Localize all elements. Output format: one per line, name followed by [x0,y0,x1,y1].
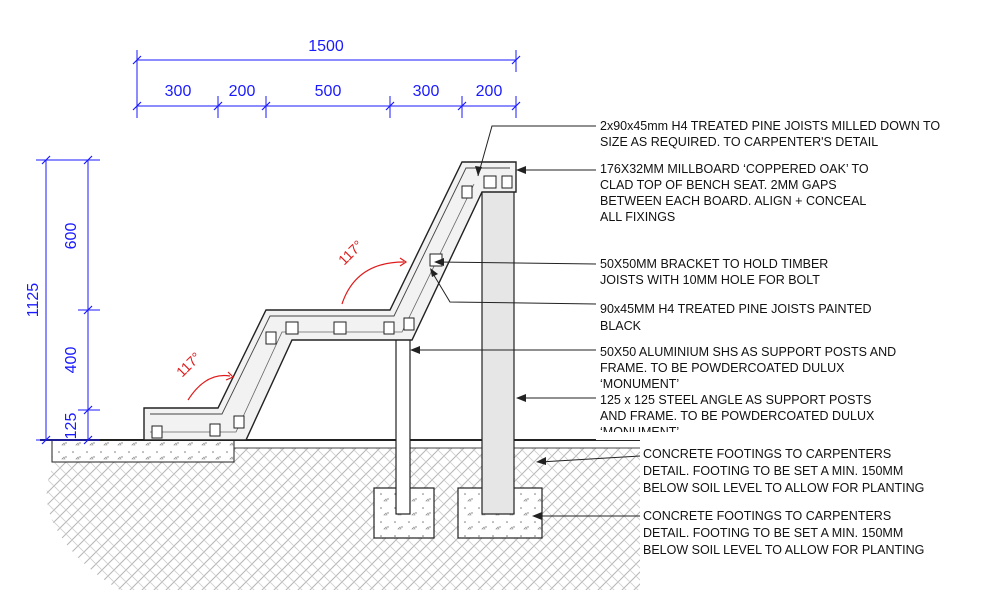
soil-hatch [46,448,640,590]
steel-angle-post [481,189,515,515]
overall-width-label: 1500 [308,38,344,55]
svg-text:BLACK: BLACK [600,319,642,333]
note-pine-joists: 90x45MM H4 TREATED PINE JOISTS PAINTED B… [600,302,872,333]
note-concrete-footing-2: CONCRETE FOOTINGS TO CARPENTERS DETAIL. … [643,509,924,557]
note-aluminium-shs: 50X50 ALUMINIUM SHS AS SUPPORT POSTS AND… [600,345,896,391]
svg-text:ALL FIXINGS: ALL FIXINGS [600,210,675,224]
svg-text:50X50MM BRACKET TO HOLD TIMBER: 50X50MM BRACKET TO HOLD TIMBER [600,257,828,271]
segment-width-label: 500 [315,83,342,100]
bench-frame-outline [143,161,517,441]
angle-label-lower: 117° [173,349,204,380]
concrete-slab [51,439,235,463]
width-dimensions [132,50,521,118]
angle-arc-lower [187,374,231,401]
note-mask [596,432,896,440]
bench-cladding-lines [150,167,510,415]
angle-arc-upper [341,261,405,305]
leader-lines [414,125,641,517]
svg-text:2x90x45mm H4 TREATED PINE JOIS: 2x90x45mm H4 TREATED PINE JOISTS MILLED … [600,119,940,133]
angle-label-upper: 117° [335,237,366,268]
svg-text:DETAIL. FOOTING TO BE SET A MI: DETAIL. FOOTING TO BE SET A MIN. 150MM [643,526,903,540]
height-label: 600 [63,223,80,250]
svg-text:BELOW SOIL LEVEL TO ALLOW FOR: BELOW SOIL LEVEL TO ALLOW FOR PLANTING [643,543,924,557]
segment-width-label: 200 [476,83,503,100]
svg-text:AND FRAME. TO BE POWDERCOATED: AND FRAME. TO BE POWDERCOATED DULUX [600,409,875,423]
height-label: 125 [63,413,80,440]
svg-text:BETWEEN EACH BOARD. ALIGN + CO: BETWEEN EACH BOARD. ALIGN + CONCEAL [600,194,866,208]
height-label: 400 [63,347,80,374]
segment-width-label: 200 [229,83,256,100]
svg-text:DETAIL. FOOTING TO BE SET A MI: DETAIL. FOOTING TO BE SET A MIN. 150MM [643,464,903,478]
svg-text:SIZE AS REQUIRED. TO CARPENTER: SIZE AS REQUIRED. TO CARPENTER'S DETAIL [600,135,878,149]
svg-text:90x45MM H4 TREATED PINE JOISTS: 90x45MM H4 TREATED PINE JOISTS PAINTED [600,302,872,316]
note-joists-milled: 2x90x45mm H4 TREATED PINE JOISTS MILLED … [600,119,940,149]
svg-text:125 x 125 STEEL ANGLE AS SUPPO: 125 x 125 STEEL ANGLE AS SUPPORT POSTS [600,393,871,407]
svg-text:176X32MM MILLBOARD ‘COPPERED O: 176X32MM MILLBOARD ‘COPPERED OAK’ TO [600,162,869,176]
note-millboard: 176X32MM MILLBOARD ‘COPPERED OAK’ TO CLA… [600,162,869,224]
height-dimensions [36,155,100,445]
leader-arrowheads [410,166,546,520]
bench-joist-lines [150,183,475,433]
segment-width-label: 300 [413,83,440,100]
svg-text:BELOW SOIL LEVEL TO ALLOW FOR: BELOW SOIL LEVEL TO ALLOW FOR PLANTING [643,481,924,495]
svg-text:CONCRETE FOOTINGS TO CARPENTER: CONCRETE FOOTINGS TO CARPENTERS [643,447,891,461]
svg-text:‘MONUMENT’: ‘MONUMENT’ [600,377,679,391]
svg-text:CLAD TOP OF BENCH SEAT. 2MM GA: CLAD TOP OF BENCH SEAT. 2MM GAPS [600,178,837,192]
note-bracket: 50X50MM BRACKET TO HOLD TIMBER JOISTS WI… [600,257,828,287]
overall-height-label: 1125 [25,283,42,318]
note-concrete-footing-1: CONCRETE FOOTINGS TO CARPENTERS DETAIL. … [643,447,924,495]
aluminium-shs-post [395,337,411,515]
svg-text:CONCRETE FOOTINGS TO CARPENTER: CONCRETE FOOTINGS TO CARPENTERS [643,509,891,523]
svg-text:50X50 ALUMINIUM SHS AS SUPPORT: 50X50 ALUMINIUM SHS AS SUPPORT POSTS AND [600,345,896,359]
svg-text:FRAME. TO BE POWDERCOATED DULU: FRAME. TO BE POWDERCOATED DULUX [600,361,845,375]
segment-width-label: 300 [165,83,192,100]
svg-text:JOISTS WITH 10MM HOLE FOR BOLT: JOISTS WITH 10MM HOLE FOR BOLT [600,273,820,287]
